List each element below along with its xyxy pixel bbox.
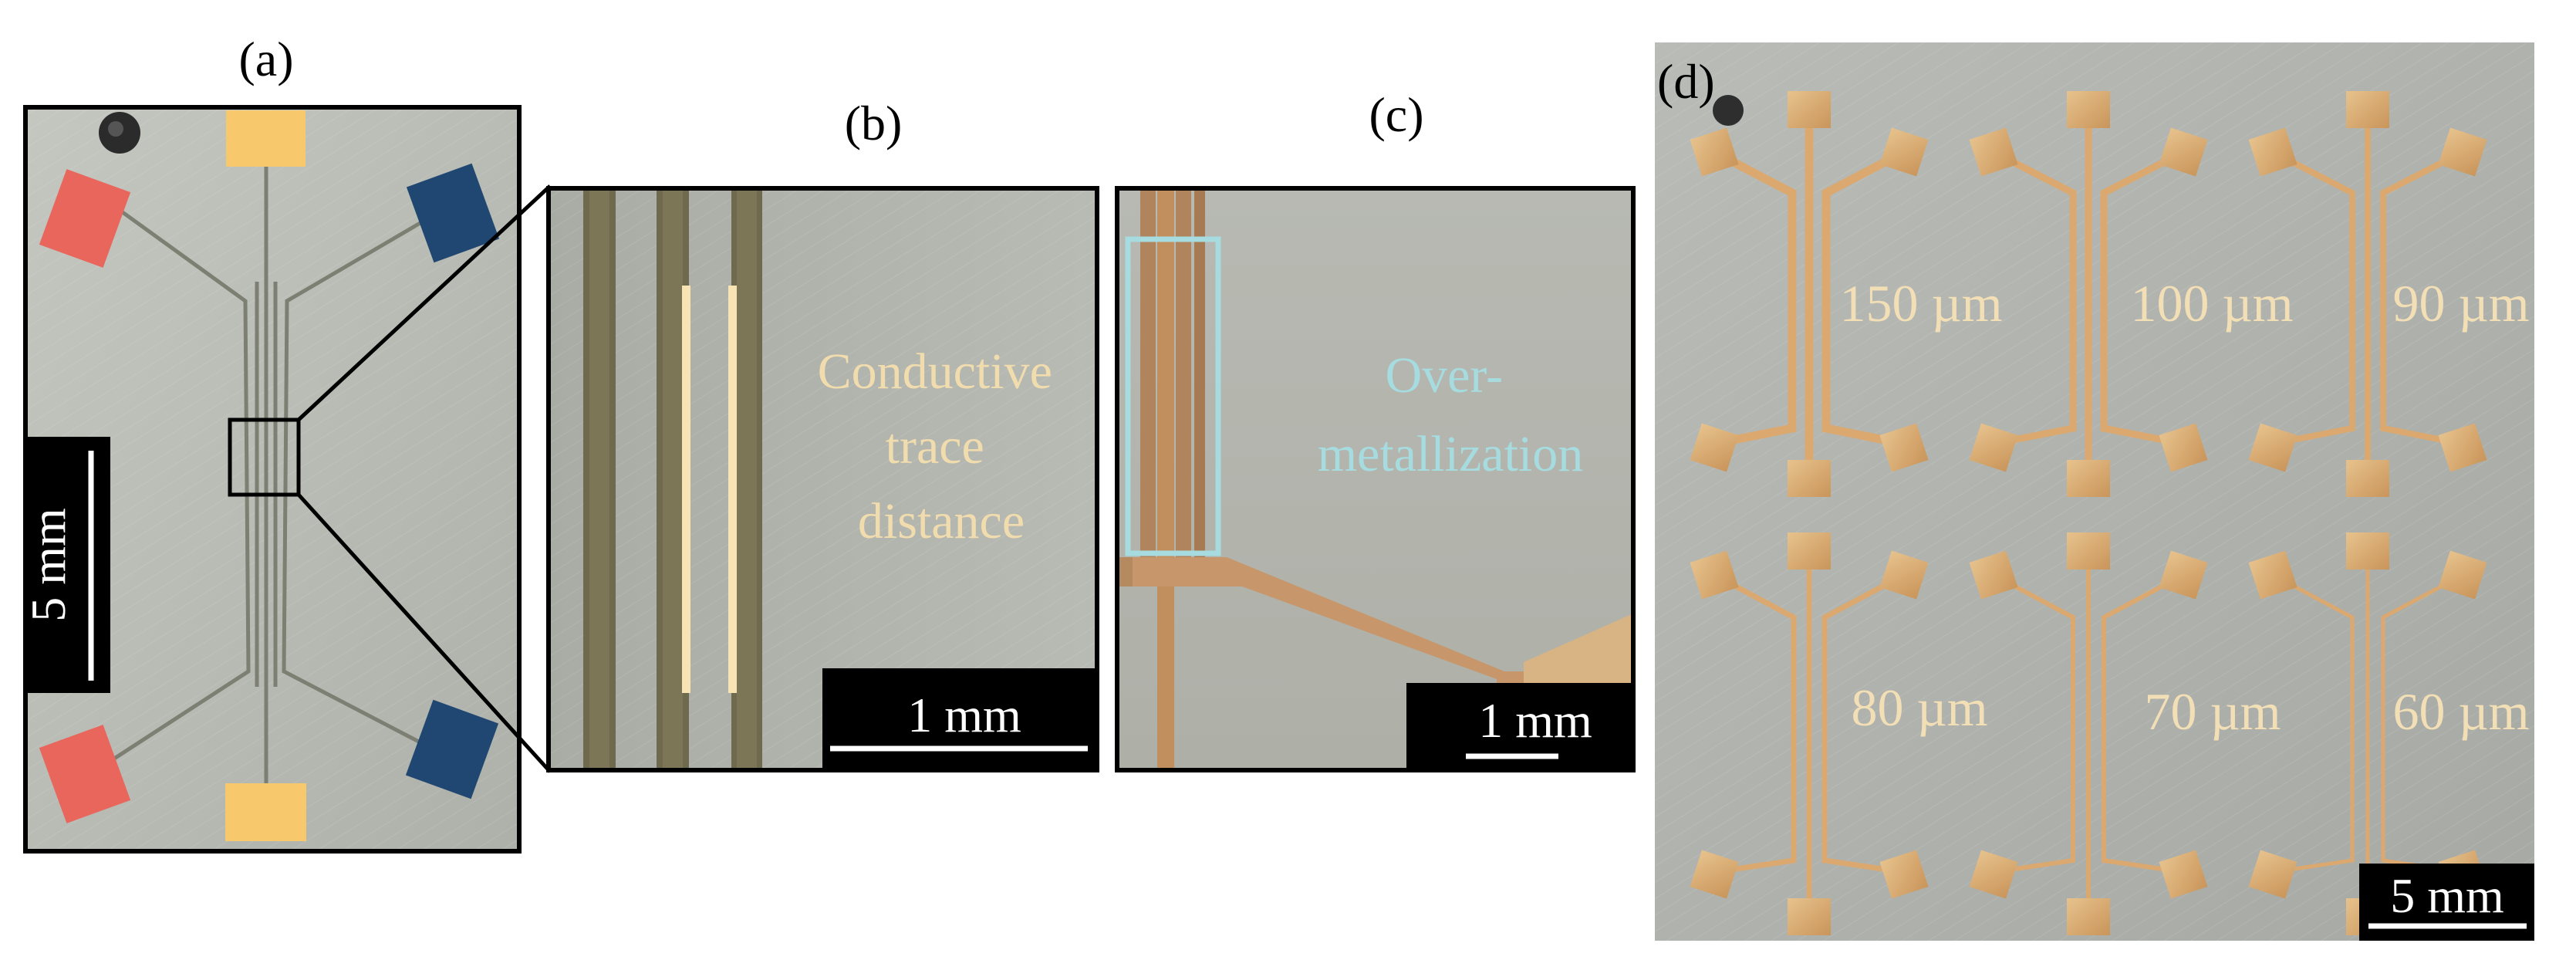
zoom-line-top (297, 184, 552, 421)
test-structure (1690, 91, 1929, 497)
panel-b-label: (b) (845, 96, 903, 150)
width-label: 100 µm (2130, 274, 2293, 333)
zoom-region-box (228, 417, 301, 497)
panel-d-scale-label: 5 mm (2390, 868, 2504, 923)
panel-a-scale-bar-bg (25, 437, 110, 693)
panel-b-scale-bar-bg (822, 668, 1097, 770)
test-structure (1690, 532, 1929, 935)
width-label: 80 µm (1851, 678, 1987, 737)
distance-marker-left (682, 286, 690, 693)
test-structure (1969, 91, 2208, 497)
panel-a-label: (a) (238, 32, 293, 86)
test-structure (2248, 91, 2487, 497)
panel-d: (d) (1655, 42, 2534, 941)
width-label: 60 µm (2392, 682, 2529, 741)
pad-top-left-red (39, 169, 131, 268)
panel-b-frame (546, 186, 1099, 772)
panel-a: (a) 5 mm (21, 32, 522, 854)
pad-bottom-right-blue (405, 699, 499, 799)
panel-c: (c) Over- metallization 1 mm (1115, 87, 1636, 772)
width-label: 150 µm (1839, 274, 2002, 333)
panel-a-scale-label: 5 mm (21, 508, 76, 622)
over-metallization-box (1125, 236, 1221, 556)
panel-b-annotation: Conductive trace distance (818, 343, 1065, 549)
distance-marker-right (728, 286, 737, 693)
zoom-line-bottom (297, 493, 552, 773)
panel-d-label: (d) (1657, 54, 1715, 109)
pad-top-yellow (226, 110, 306, 167)
width-label: 90 µm (2392, 274, 2529, 333)
panel-c-annotation: Over- metallization (1318, 347, 1584, 482)
panel-c-scale-label: 1 mm (1478, 693, 1592, 748)
pad-top-right-blue (406, 163, 500, 263)
pad-bottom-yellow (225, 783, 306, 841)
test-structure (1969, 532, 2208, 935)
panel-a-frame (23, 105, 522, 854)
panel-a-traces (110, 154, 434, 795)
panel-c-label: (c) (1369, 87, 1423, 142)
pad-bottom-left-red (39, 725, 131, 823)
panel-d-mounting-hole (1713, 95, 1744, 126)
panel-b: (b) Conductive trace distance 1 mm (546, 96, 1099, 772)
width-label: 70 µm (2144, 682, 2281, 741)
mounting-hole-shine (108, 121, 123, 137)
panel-c-frame (1115, 186, 1636, 772)
panel-b-scale-label: 1 mm (907, 688, 1021, 742)
